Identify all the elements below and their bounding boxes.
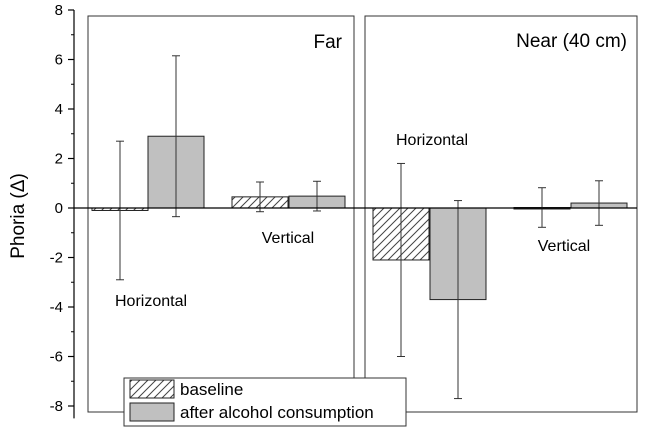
y-tick-label: 0 <box>55 200 63 217</box>
y-tick-label: -6 <box>50 349 63 366</box>
legend-label: after alcohol consumption <box>180 403 374 422</box>
y-tick-label: -4 <box>50 299 63 316</box>
y-tick-label: 2 <box>55 151 63 168</box>
group-label: Horizontal <box>115 293 187 310</box>
panel-frame <box>87 15 355 413</box>
legend-swatch <box>129 402 175 422</box>
y-tick-label: 6 <box>55 52 63 69</box>
group-label: Vertical <box>262 230 314 247</box>
legend-swatch <box>129 379 175 399</box>
y-axis: 8 6 4 2 0 -2 -4 -6 -8 <box>50 2 75 419</box>
legend: baseline after alcohol consumption <box>123 377 407 427</box>
group-label: Horizontal <box>396 132 468 149</box>
y-tick-label: 4 <box>55 101 63 118</box>
panel-title: Near (40 cm) <box>516 31 627 52</box>
group-label: Vertical <box>538 238 590 255</box>
panel-frame <box>364 15 638 413</box>
y-tick-label: -2 <box>50 250 63 267</box>
panel-title: Far <box>314 32 343 53</box>
legend-label: baseline <box>180 380 243 399</box>
y-axis-label: Phoria (Δ) <box>8 173 29 259</box>
y-tick-label: -8 <box>50 398 63 415</box>
y-tick-label: 8 <box>55 2 63 19</box>
